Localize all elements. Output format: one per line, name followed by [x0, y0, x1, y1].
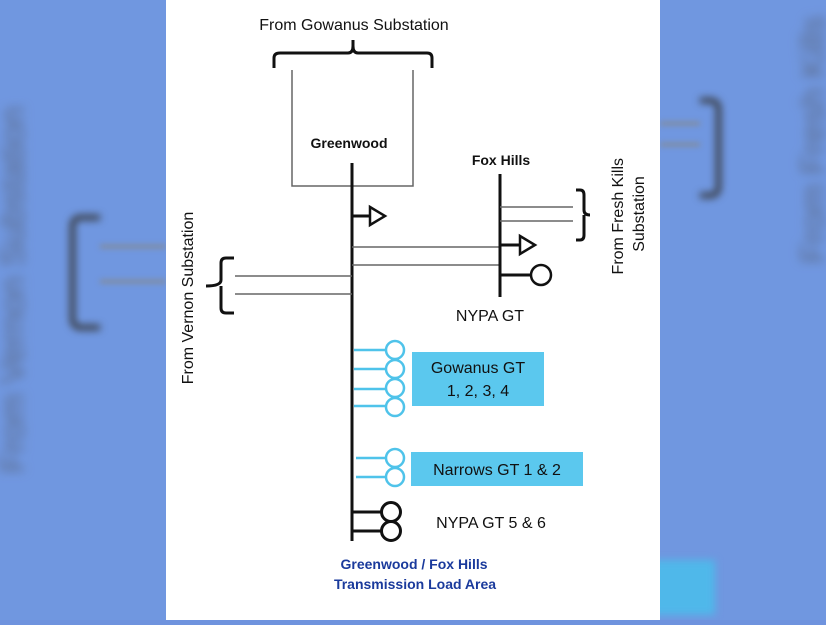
nypa-gt-56-label: NYPA GT 5 & 6 [436, 515, 546, 532]
blurred-bracket [700, 98, 721, 198]
diagram-panel: From Gowanus Substation Greenwood Fox Hi… [166, 0, 660, 620]
gowanus-gt-generators [354, 339, 406, 418]
area-title-line2: Transmission Load Area [334, 576, 496, 592]
right-source-line1: From Fresh Kills [610, 158, 627, 274]
blurred-bracket [70, 215, 100, 330]
blurred-right-background: From Fresh Kills [660, 0, 826, 620]
blurred-left-background: From Vernon Substation [0, 0, 166, 620]
nypa-gt-label: NYPA GT [456, 308, 524, 325]
nypa-gt-generator [500, 263, 553, 287]
nypa-gt-56-generators [352, 501, 402, 542]
gowanus-gt-label-2: 1, 2, 3, 4 [447, 383, 509, 400]
blurred-vernon-label: From Vernon Substation [0, 106, 32, 473]
narrows-gt-generators [356, 447, 406, 488]
narrows-gt-box [411, 452, 583, 486]
one-line-diagram: From Gowanus Substation Greenwood Fox Hi… [180, 17, 648, 592]
right-source-line2: Substation [631, 176, 648, 252]
blurred-box [660, 560, 715, 615]
blurred-lines [100, 245, 166, 283]
narrows-gt-label: Narrows GT 1 & 2 [433, 462, 561, 479]
right-bracket [576, 188, 591, 242]
left-source-label: From Vernon Substation [180, 212, 197, 385]
top-bracket [272, 40, 434, 68]
gowanus-gt-box [412, 352, 544, 406]
greenwood-load-arrow [352, 204, 388, 228]
left-bracket [205, 256, 234, 315]
right-source-label: From Fresh Kills Substation [610, 154, 648, 275]
gowanus-gt-label-1: Gowanus GT [431, 360, 525, 377]
top-source-label: From Gowanus Substation [259, 17, 448, 34]
greenwood-bus-label: Greenwood [310, 135, 387, 151]
blurred-lines [660, 122, 700, 146]
area-title-line1: Greenwood / Fox Hills [340, 556, 487, 572]
foxhills-load-arrow [500, 233, 538, 257]
foxhills-bus-label: Fox Hills [472, 152, 531, 168]
blurred-freshkills-label: From Fresh Kills [794, 15, 826, 264]
